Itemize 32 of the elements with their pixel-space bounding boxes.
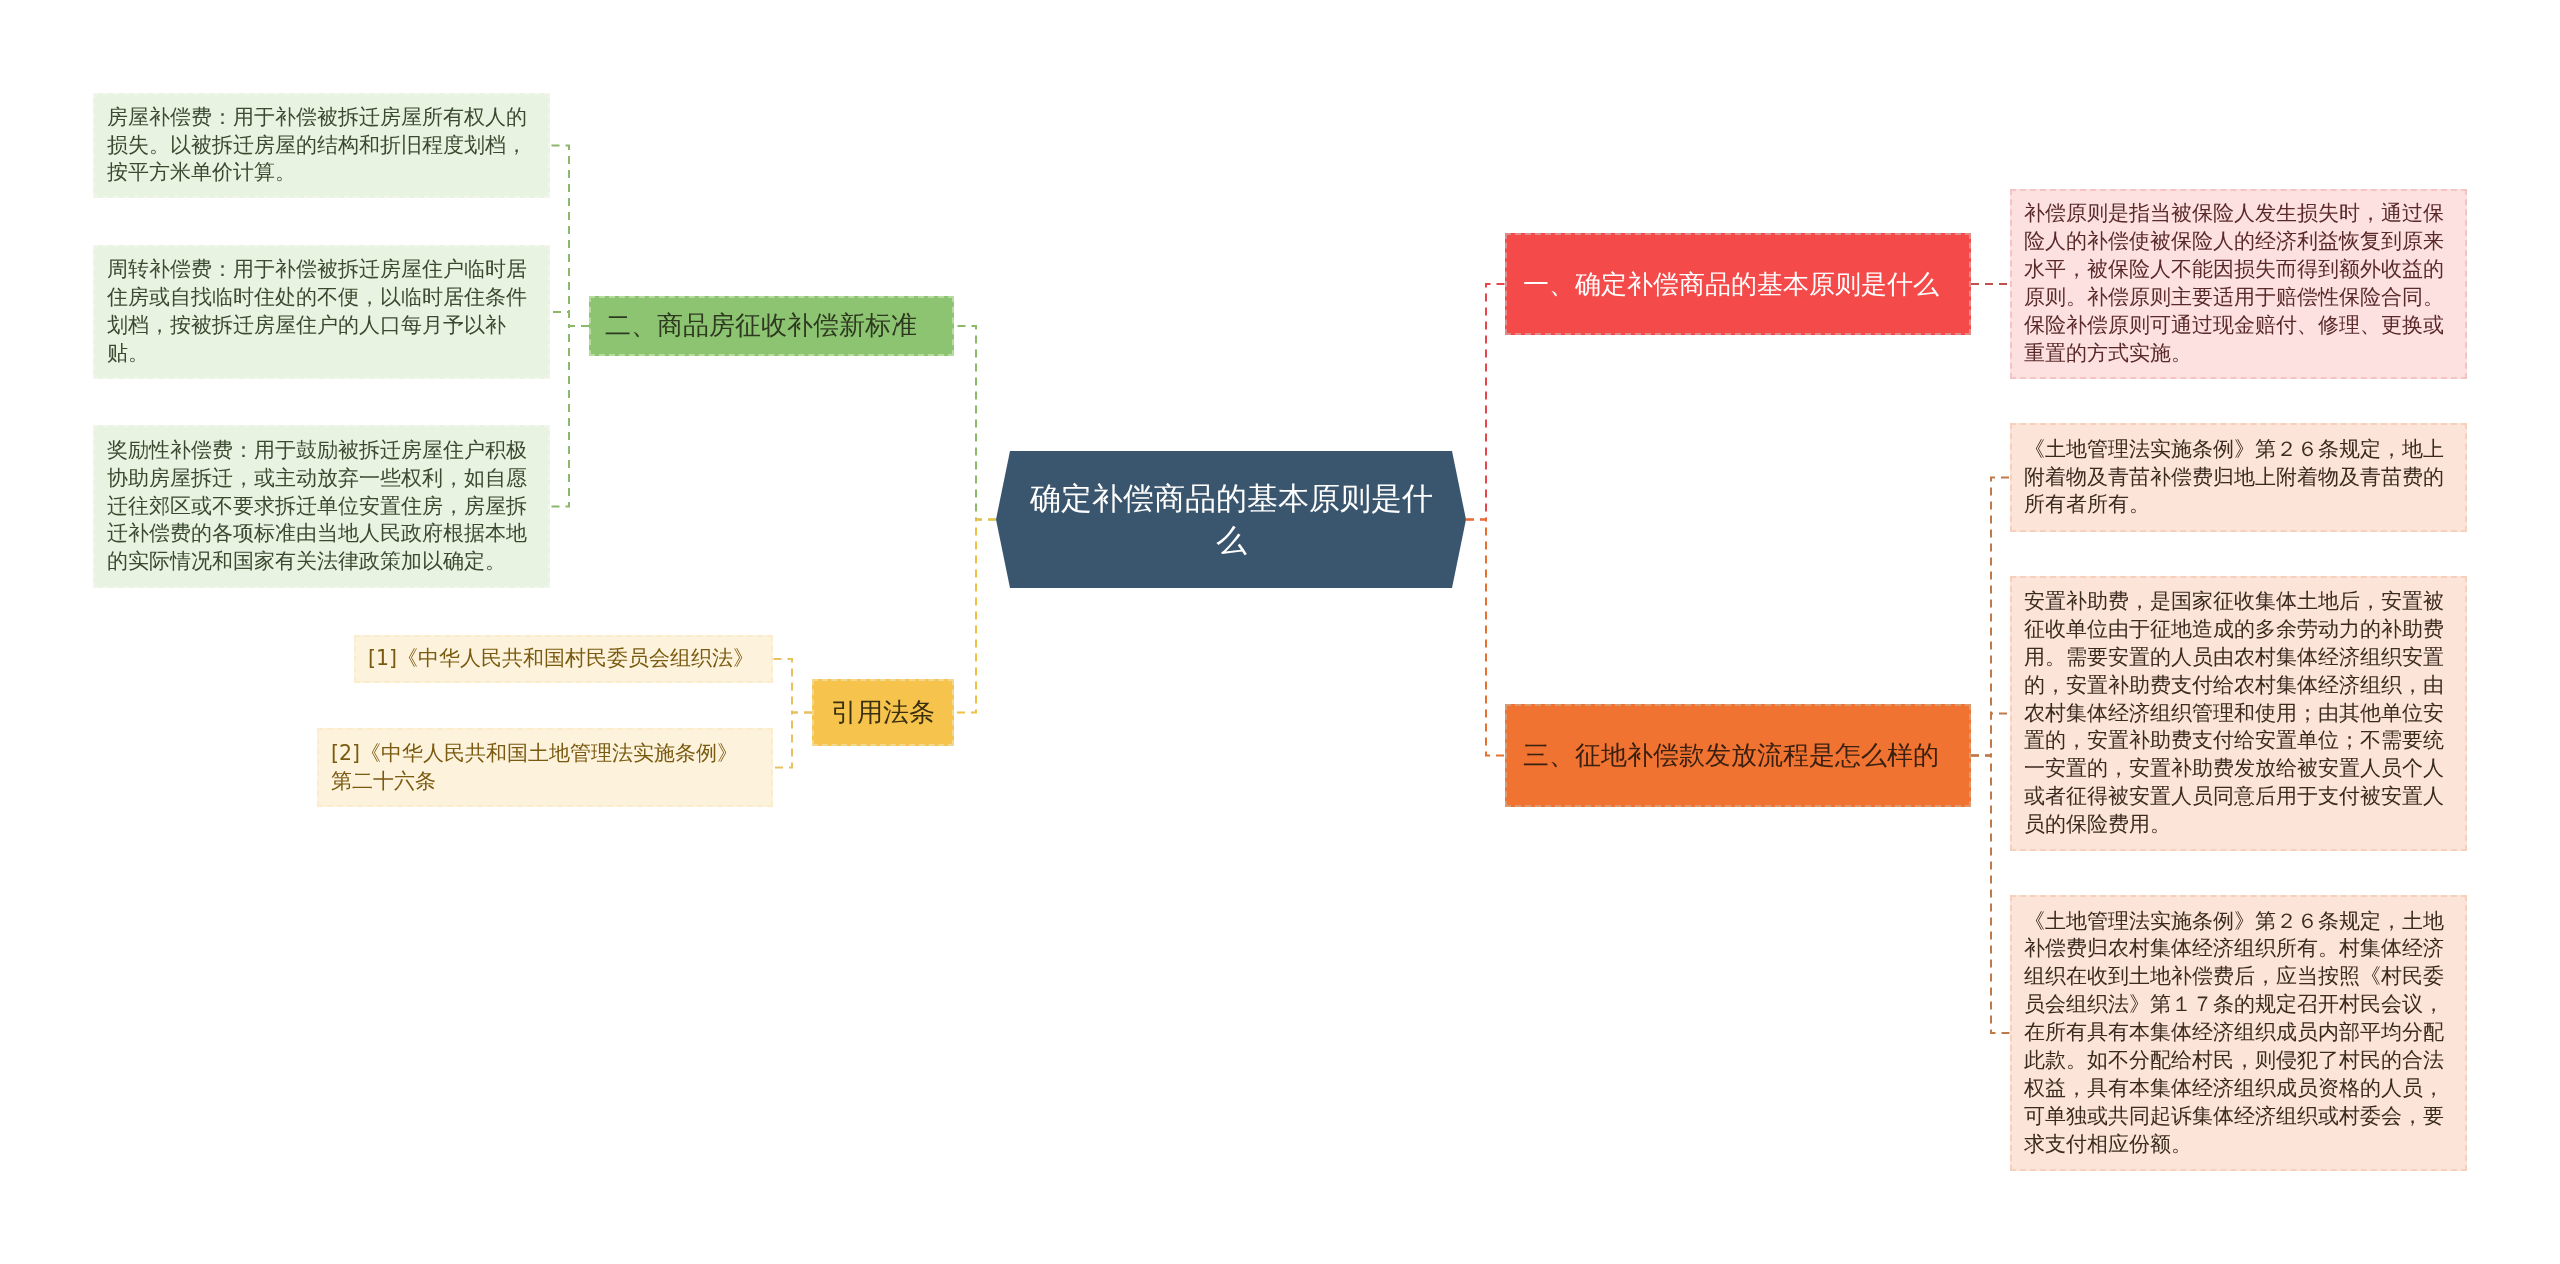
note-box xyxy=(2010,189,2467,379)
citation-box xyxy=(317,728,773,807)
node-text: 安置补助费，是国家征收集体土地后，安置被征收单位由于征地造成的多余劳动力的补助费用。需要安置的人员由农村集体经济组织安置的，安置补助费支付给农村集体经济组织，由农村集体经济组织管理和使用；由其他单位安置的，安置补助费支付给安置单位；不需要统一安置的，安置补助费发放给被安置人员个人或者征得被安置人员同意后用于支付被安置人员的保险费用。 xyxy=(2024,588,2445,839)
topic-box xyxy=(812,679,954,746)
connector-line xyxy=(549,325,590,508)
note-box xyxy=(93,425,550,588)
node-text: [1]《中华人民共和国村民委员会组织法》 xyxy=(368,645,755,673)
node-text: 奖励性补偿费：用于鼓励被拆迁房屋住户积极协助房屋拆迁，或主动放弃一些权利，如自愿迁往郊区或不要求拆迁单位安置住房，房屋拆迁补偿费的各项标准由当地人民政府根据本地的实际情况和国家有关法律政策加以确定。 xyxy=(107,436,528,576)
node-text: 引用法条 xyxy=(831,695,935,729)
node-text: 《土地管理法实施条例》第２６条规定，地上附着物及青苗补偿费归地上附着物及青苗费的所有者所有。 xyxy=(2024,435,2445,519)
note-box xyxy=(2010,895,2467,1171)
node-text: 二、商品房征收补偿新标准 xyxy=(605,309,917,343)
connector-line xyxy=(772,711,813,769)
note-box xyxy=(93,245,550,379)
topic-box xyxy=(589,296,954,356)
connector-line xyxy=(1465,518,1506,757)
node-text: [2]《中华人民共和国土地管理法实施条例》第二十六条 xyxy=(331,739,740,795)
node-text: 房屋补偿费：用于补偿被拆迁房屋所有权人的损失。以被拆迁房屋的结构和折旧程度划档，按平方米单价计算。 xyxy=(107,103,528,187)
node-text: 补偿原则是指当被保险人发生损失时，通过保险人的补偿使被保险人的经济利益恢复到原来水平，被保险人不能因损失而得到额外收益的原则。补偿原则主要适用于赔偿性保险合同。保险补偿原则可通过现金赔付、修理、更换或重置的方式实施。 xyxy=(2024,200,2445,367)
note-box xyxy=(93,93,550,198)
topic-box xyxy=(1505,233,1971,335)
note-box xyxy=(2010,423,2467,532)
note-box xyxy=(2010,576,2467,851)
connector-line xyxy=(1970,754,2011,1034)
citation-box xyxy=(354,635,773,683)
node-text: 确定补偿商品的基本原则是什么 xyxy=(1028,478,1434,560)
central-topic xyxy=(996,451,1466,588)
topic-box xyxy=(1505,704,1971,807)
node-text: 《土地管理法实施条例》第２６条规定，土地补偿费归农村集体经济组织所有。村集体经济组织在收到土地补偿费后，应当按照《村民委员会组织法》第１７条的规定召开村民会议，在所有具有本集体经济组织成员内部平均分配此款。如不分配给村民，则侵犯了村民的合法权益，具有本集体经济组织成员资格的人员，可单独或共同起诉集体经济组织或村委会，要求支付相应份额。 xyxy=(2024,907,2445,1158)
node-text: 一、确定补偿商品的基本原则是什么 xyxy=(1523,267,1939,301)
node-text: 三、征地补偿款发放流程是怎么样的 xyxy=(1523,739,1939,773)
node-text: 周转补偿费：用于补偿被拆迁房屋住户临时居住房或自找临时住处的不便，以临时居住条件划档，按被拆迁房屋住户的人口每月予以补贴。 xyxy=(107,256,528,367)
